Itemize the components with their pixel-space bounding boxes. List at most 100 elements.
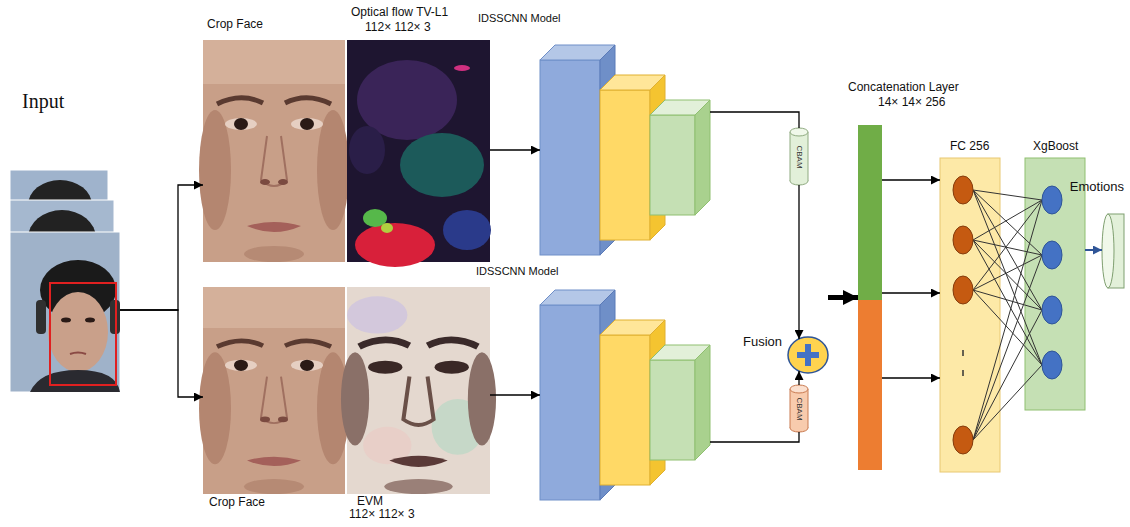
node-label: EVM — [357, 495, 383, 509]
connector-arrow — [828, 295, 858, 300]
node-label: Concatenation Layer — [848, 81, 959, 95]
shirt — [30, 370, 120, 392]
node-label: CBAM — [794, 397, 803, 420]
face-image: Crop Face — [203, 40, 345, 262]
cylinder-end — [790, 128, 808, 136]
connector-arrow — [882, 292, 940, 293]
cylinder-body — [790, 389, 808, 428]
evm-image — [341, 287, 496, 494]
cylinder-edge — [790, 389, 791, 428]
cylinder-edge — [790, 132, 791, 181]
connection-lines — [973, 190, 1042, 440]
cylinder-end — [1102, 214, 1114, 288]
optical-flow-image: Optical flow TV-L1112× 112× 3 — [347, 40, 490, 262]
neuron — [1042, 296, 1062, 324]
connector-arrow — [490, 394, 540, 395]
fc-panel — [940, 158, 1000, 472]
connector-arrow — [798, 185, 799, 339]
block-front — [650, 115, 695, 215]
fusion-symbol — [788, 337, 828, 373]
ellipsis-marks — [962, 350, 964, 376]
block-side — [695, 345, 710, 460]
neuron — [1042, 186, 1062, 214]
fusion-node: Fusion — [788, 337, 828, 373]
node-label: Crop Face — [207, 18, 263, 32]
face-image — [199, 40, 349, 262]
eye — [85, 318, 95, 323]
cnn-model: IDSSCNN Model — [540, 290, 710, 500]
xgboost-panel — [1025, 158, 1085, 410]
bar-part — [858, 125, 882, 300]
node-label: XgBoost — [1033, 140, 1078, 154]
neuron — [1042, 351, 1062, 379]
neuron — [1042, 241, 1062, 269]
face — [48, 292, 108, 372]
connector-arrow — [798, 371, 799, 385]
xgboost-layer: XgBoost — [1025, 158, 1085, 410]
bar-part — [858, 300, 882, 470]
input-frames: Input — [10, 170, 120, 392]
neuron — [953, 176, 973, 204]
neuron — [953, 276, 973, 304]
headphone — [36, 300, 46, 334]
node-label: Optical flow TV-L1 — [351, 6, 448, 20]
cylinder-edge — [808, 132, 809, 181]
connector-arrow — [120, 185, 203, 310]
connector-arrow — [710, 112, 799, 128]
cnn-blocks — [540, 45, 710, 500]
input-frame — [10, 232, 120, 392]
connector-arrow — [710, 432, 799, 442]
block-front — [540, 305, 600, 500]
concatenation-layer: Concatenation Layer14× 14× 256 — [858, 125, 882, 470]
connector-arrow — [882, 377, 940, 378]
cbam-module: CBAM — [790, 385, 808, 432]
connector-arrow — [490, 149, 540, 150]
node-label: Input — [22, 90, 64, 113]
cylinder-end — [790, 385, 808, 393]
fusion-circle — [788, 337, 828, 373]
neuron — [953, 226, 973, 254]
eye — [61, 318, 71, 323]
cylinder-edge — [808, 389, 809, 428]
plus-sign — [797, 344, 819, 366]
node-label: 112× 112× 3 — [365, 21, 431, 35]
emotions-output: Emotions — [1102, 214, 1124, 288]
node-label: Emotions — [1070, 180, 1124, 195]
mouth — [70, 353, 86, 355]
evm-image: EVM112× 112× 3 — [347, 287, 490, 494]
cylinder-body — [790, 132, 808, 181]
block-front — [600, 335, 650, 485]
node-label: CBAM — [794, 145, 803, 168]
face-image — [199, 287, 349, 494]
cbam-cylinders — [790, 128, 808, 432]
concatenation-bar — [858, 125, 882, 470]
connector-arrow — [882, 179, 940, 180]
node-label: IDSSCNN Model — [478, 12, 561, 25]
connector-arrow — [1085, 249, 1102, 251]
block-front — [540, 60, 600, 255]
input-frames — [10, 170, 120, 392]
cbam-module: CBAM — [790, 128, 808, 185]
node-label: IDSSCNN Model — [476, 265, 559, 278]
neuron — [953, 426, 973, 454]
node-label: 112× 112× 3 — [349, 508, 415, 522]
face-image: Crop Face — [203, 287, 345, 494]
block-front — [600, 90, 650, 240]
block-front — [650, 360, 695, 460]
fc-layer: FC 256 — [940, 158, 1000, 472]
full-connections — [973, 190, 1042, 440]
node-label: Fusion — [743, 335, 782, 350]
cnn-model: IDSSCNN Model — [540, 45, 710, 255]
optical-flow-image — [347, 40, 491, 267]
node-label: Crop Face — [209, 496, 265, 510]
face-box — [50, 283, 116, 385]
block-side — [695, 100, 710, 215]
node-label: 14× 14× 256 — [878, 96, 945, 110]
dense-layers — [940, 158, 1085, 472]
node-label: FC 256 — [950, 140, 989, 154]
connector-arrow — [120, 310, 203, 397]
output-cylinder — [1102, 214, 1124, 288]
